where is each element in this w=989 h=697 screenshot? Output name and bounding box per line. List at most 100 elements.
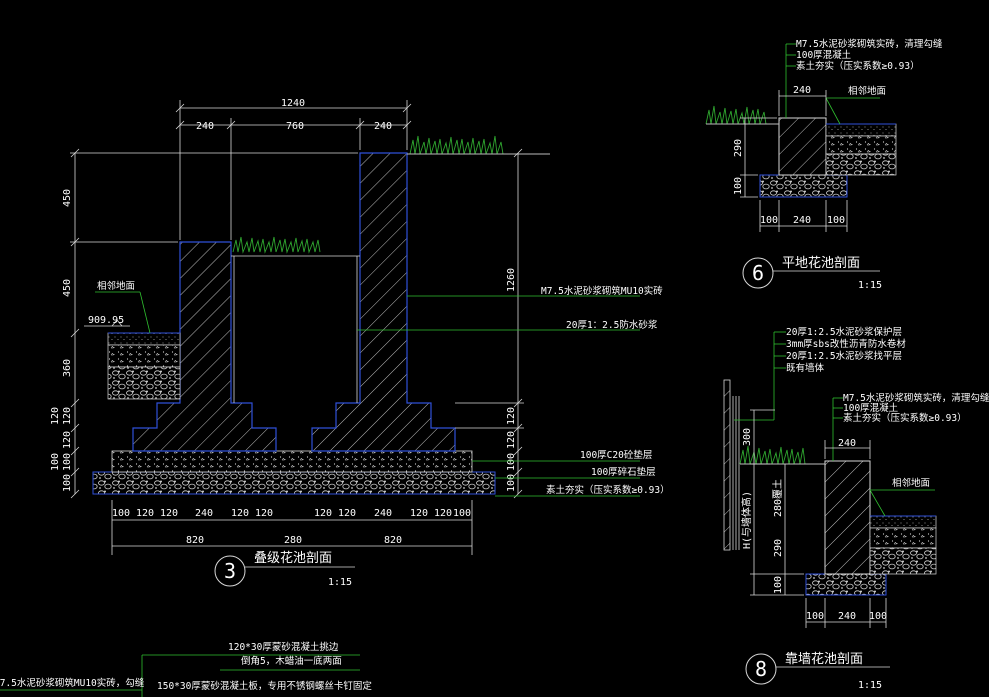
s8-note-mid-2: 素土夯实（压实系数≥0.93） xyxy=(843,412,967,424)
svg-text:120: 120 xyxy=(62,431,73,449)
s8-note-top-2: 20厚1:2.5水泥砂浆找平层 xyxy=(786,350,902,362)
s8-dim-300: 300 xyxy=(742,428,753,446)
s6-gravel-base xyxy=(759,174,848,198)
svg-text:100: 100 xyxy=(112,508,130,519)
s6-title: 平地花池剖面 xyxy=(782,255,860,271)
bottom-note-2: 倒角5，木蜡油一底两面 xyxy=(241,655,342,667)
s3-dim-820-right: 820 xyxy=(384,535,402,546)
svg-text:450: 450 xyxy=(62,189,73,207)
s3-note-concrete: 100厚C20砼垫层 xyxy=(580,449,652,461)
svg-text:100: 100 xyxy=(50,453,61,471)
s3-gravel-base xyxy=(92,471,496,495)
s3-neighbor-ground: 相邻地面 xyxy=(97,280,135,292)
svg-text:240: 240 xyxy=(195,508,213,519)
s6-grass xyxy=(705,105,779,125)
s6-note-0: M7.5水泥砂浆砌筑实砖，清理勾缝 xyxy=(796,38,943,50)
s6-dim-b0: 100 xyxy=(760,215,778,226)
s6-dim-top: 240 xyxy=(793,85,811,96)
svg-text:120: 120 xyxy=(136,508,154,519)
s3-left-paving xyxy=(107,332,181,346)
s8-dim-b2: 100 xyxy=(869,611,887,622)
s8-note-top-1: 3mm厚sbs改性沥青防水卷材 xyxy=(786,338,906,350)
s6-dim-b1: 240 xyxy=(793,215,811,226)
s8-note-top-3: 既有墙体 xyxy=(786,362,825,374)
bottom-note-3: 150*30厚蒙砂混凝土板，专用不锈钢螺丝卡钉固定 xyxy=(157,680,372,692)
section3-drawing: 1240 240 760 240 450 450 360 120 120 120… xyxy=(50,98,670,588)
s8-dim-h: H(与墙体高) xyxy=(740,491,753,549)
s6-dim-100: 100 xyxy=(733,177,744,195)
s3-dim-280: 280 xyxy=(284,535,302,546)
s3-note-soil: 素土夯实（压实系数≥0.93） xyxy=(546,484,670,496)
s3-note-wall: M7.5水泥砂浆砌筑MU10实砖 xyxy=(541,285,663,297)
s3-number: 3 xyxy=(224,559,236,583)
s8-dim-100: 100 xyxy=(773,576,784,594)
s6-dim-b2: 100 xyxy=(827,215,845,226)
s3-dim-820-left: 820 xyxy=(186,535,204,546)
section8-drawing: 20厚1:2.5水泥砂浆保护层 3mm厚sbs改性沥青防水卷材 20厚1:2.5… xyxy=(723,326,989,691)
bottom-notes: 120*30厚蒙砂混凝土挑边 倒角5，木蜡油一底两面 150*30厚蒙砂混凝土板… xyxy=(0,641,372,697)
s3-right-wall xyxy=(311,152,456,452)
s3-elevation: 909.95 xyxy=(88,315,124,326)
svg-text:120: 120 xyxy=(314,508,332,519)
s8-existing-wall xyxy=(723,379,731,551)
svg-text:100: 100 xyxy=(453,508,471,519)
svg-text:120: 120 xyxy=(231,508,249,519)
s8-wall xyxy=(824,460,871,575)
s3-note-waterproof: 20厚1：2.5防水砂浆 xyxy=(566,319,658,331)
svg-text:100: 100 xyxy=(506,453,517,471)
s8-grass xyxy=(739,445,825,465)
svg-text:120: 120 xyxy=(62,407,73,425)
svg-text:120: 120 xyxy=(50,407,61,425)
s3-dim-left: 240 xyxy=(196,121,214,132)
svg-text:360: 360 xyxy=(62,359,73,377)
s8-note-mid-1: 100厚混凝土 xyxy=(843,402,899,414)
s8-dim-290: 290 xyxy=(773,539,784,557)
svg-text:100: 100 xyxy=(506,474,517,492)
svg-text:100: 100 xyxy=(62,453,73,471)
s6-dim-290: 290 xyxy=(733,139,744,157)
svg-text:120: 120 xyxy=(410,508,428,519)
svg-text:120: 120 xyxy=(255,508,273,519)
s6-neighbor-ground: 相邻地面 xyxy=(848,85,886,97)
s3-right-dim-labels: 1260 120 120 100 100 xyxy=(506,268,517,492)
svg-text:120: 120 xyxy=(434,508,452,519)
s8-gravel-base xyxy=(805,573,887,596)
svg-text:100: 100 xyxy=(62,474,73,492)
svg-text:450: 450 xyxy=(62,279,73,297)
s6-wall xyxy=(778,117,827,176)
s8-note-top-0: 20厚1:2.5水泥砂浆保护层 xyxy=(786,326,902,338)
section6-drawing: M7.5水泥砂浆砌筑实砖，清理勾缝 100厚混凝土 素土夯实（压实系数≥0.93… xyxy=(705,38,943,291)
s6-scale: 1:15 xyxy=(858,280,882,291)
s8-dim-b1: 240 xyxy=(838,611,856,622)
s6-note-1: 100厚混凝土 xyxy=(796,49,852,61)
bottom-note-left: M7.5水泥砂浆砌筑MU10实砖，勾缝 xyxy=(0,677,145,689)
svg-text:120: 120 xyxy=(506,431,517,449)
s8-dim-top: 240 xyxy=(838,438,856,449)
s8-number-circle xyxy=(745,653,777,685)
s8-dim-280: 280覆土 xyxy=(771,479,784,517)
s3-title: 叠级花池剖面 xyxy=(254,550,332,566)
s8-scale: 1:15 xyxy=(858,680,882,691)
s3-dim-overall: 1240 xyxy=(281,98,305,109)
s8-title: 靠墙花池剖面 xyxy=(785,651,863,667)
bottom-note-1: 120*30厚蒙砂混凝土挑边 xyxy=(228,641,339,653)
svg-text:120: 120 xyxy=(506,407,517,425)
s6-number-circle xyxy=(742,257,774,289)
s8-number: 8 xyxy=(755,657,767,681)
svg-text:240: 240 xyxy=(374,508,392,519)
s3-scale: 1:15 xyxy=(328,577,352,588)
s3-left-dim-labels: 450 450 360 120 120 120 100 100 100 xyxy=(50,189,73,492)
s3-grass xyxy=(232,135,550,254)
s3-number-circle xyxy=(214,555,246,587)
s3-concrete-pad xyxy=(111,450,473,473)
s8-neighbor-ground: 相邻地面 xyxy=(892,477,930,489)
s6-note-2: 素土夯实（压实系数≥0.93） xyxy=(796,60,920,72)
s8-note-mid-0: M7.5水泥砂浆砌筑实砖，清理勾缝 xyxy=(843,392,989,404)
svg-text:120: 120 xyxy=(160,508,178,519)
s6-number: 6 xyxy=(752,261,764,285)
s3-note-gravel: 100厚碎石垫层 xyxy=(591,466,656,478)
s3-left-wall xyxy=(132,241,277,452)
s3-bottom-dims-1: 100 120 120 240 120 120 120 120 240 120 … xyxy=(112,508,471,519)
svg-text:120: 120 xyxy=(338,508,356,519)
s3-dim-middle: 760 xyxy=(286,121,304,132)
